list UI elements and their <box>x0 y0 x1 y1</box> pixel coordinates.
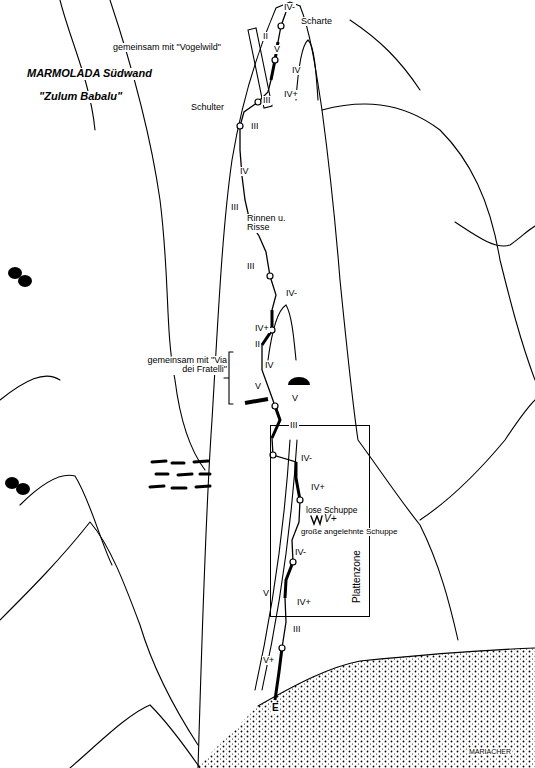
route-note: V+ <box>323 514 338 525</box>
route-note: IV <box>239 167 250 176</box>
route-note: III <box>250 122 260 131</box>
route-note: V <box>273 45 281 54</box>
route-note: gemeinsam mit "Vogelwild" <box>112 43 222 52</box>
route-note: III <box>289 421 299 430</box>
zone-box: Plattenzone <box>270 425 370 617</box>
belay-circle <box>278 23 284 29</box>
route-note: IV- <box>294 548 307 557</box>
pitch-mark <box>285 562 293 598</box>
route-line <box>240 12 300 700</box>
route-note: Scharte <box>300 17 333 26</box>
belay-circle <box>290 559 296 565</box>
belay-circle <box>297 497 303 503</box>
pitch-mark <box>272 406 280 438</box>
route-note: IV+ <box>254 324 270 333</box>
zone-name: Plattenzone <box>350 549 361 604</box>
belay-circle <box>269 327 275 333</box>
route-note: III <box>262 96 272 105</box>
route-note: II <box>254 340 261 349</box>
route-note: Rinnen u. Risse <box>246 214 292 233</box>
route-note: IV <box>264 361 275 370</box>
route-note: III <box>246 262 256 271</box>
route-note: E <box>271 703 280 714</box>
route-name: "Zulum Babalu" <box>38 91 123 103</box>
route-note: Schulter <box>190 103 225 112</box>
route-title: MARMOLADA Südwand <box>26 68 153 80</box>
route-note: III <box>230 203 240 212</box>
belay-circle <box>237 123 243 129</box>
climbing-route <box>237 12 303 700</box>
pitch-mark <box>275 648 282 700</box>
route-note: IV- <box>285 289 298 298</box>
route-note: gemeinsam mit "Via dei Fratelli" <box>146 356 228 375</box>
route-note: IV+ <box>310 483 326 492</box>
route-note: IV+ <box>296 598 312 607</box>
route-note: große angelehnte Schuppe <box>300 528 399 536</box>
route-note: IV- <box>283 3 296 12</box>
route-note: V <box>291 394 299 403</box>
route-note: II <box>262 32 269 41</box>
author-signature: MARIACHER <box>468 748 512 755</box>
route-note: IV- <box>300 454 313 463</box>
route-note: V <box>254 382 262 391</box>
belay-circle <box>272 57 278 63</box>
route-note: IV <box>291 66 302 75</box>
pitch-mark <box>296 462 300 500</box>
route-note: IV+ <box>283 90 299 99</box>
route-note: V+ <box>262 656 275 665</box>
belay-circle <box>267 273 273 279</box>
belay-circle <box>272 403 278 409</box>
belay-circle <box>255 99 261 105</box>
belay-circle <box>279 645 285 651</box>
route-note: V <box>262 589 270 598</box>
route-note: III <box>292 625 302 634</box>
